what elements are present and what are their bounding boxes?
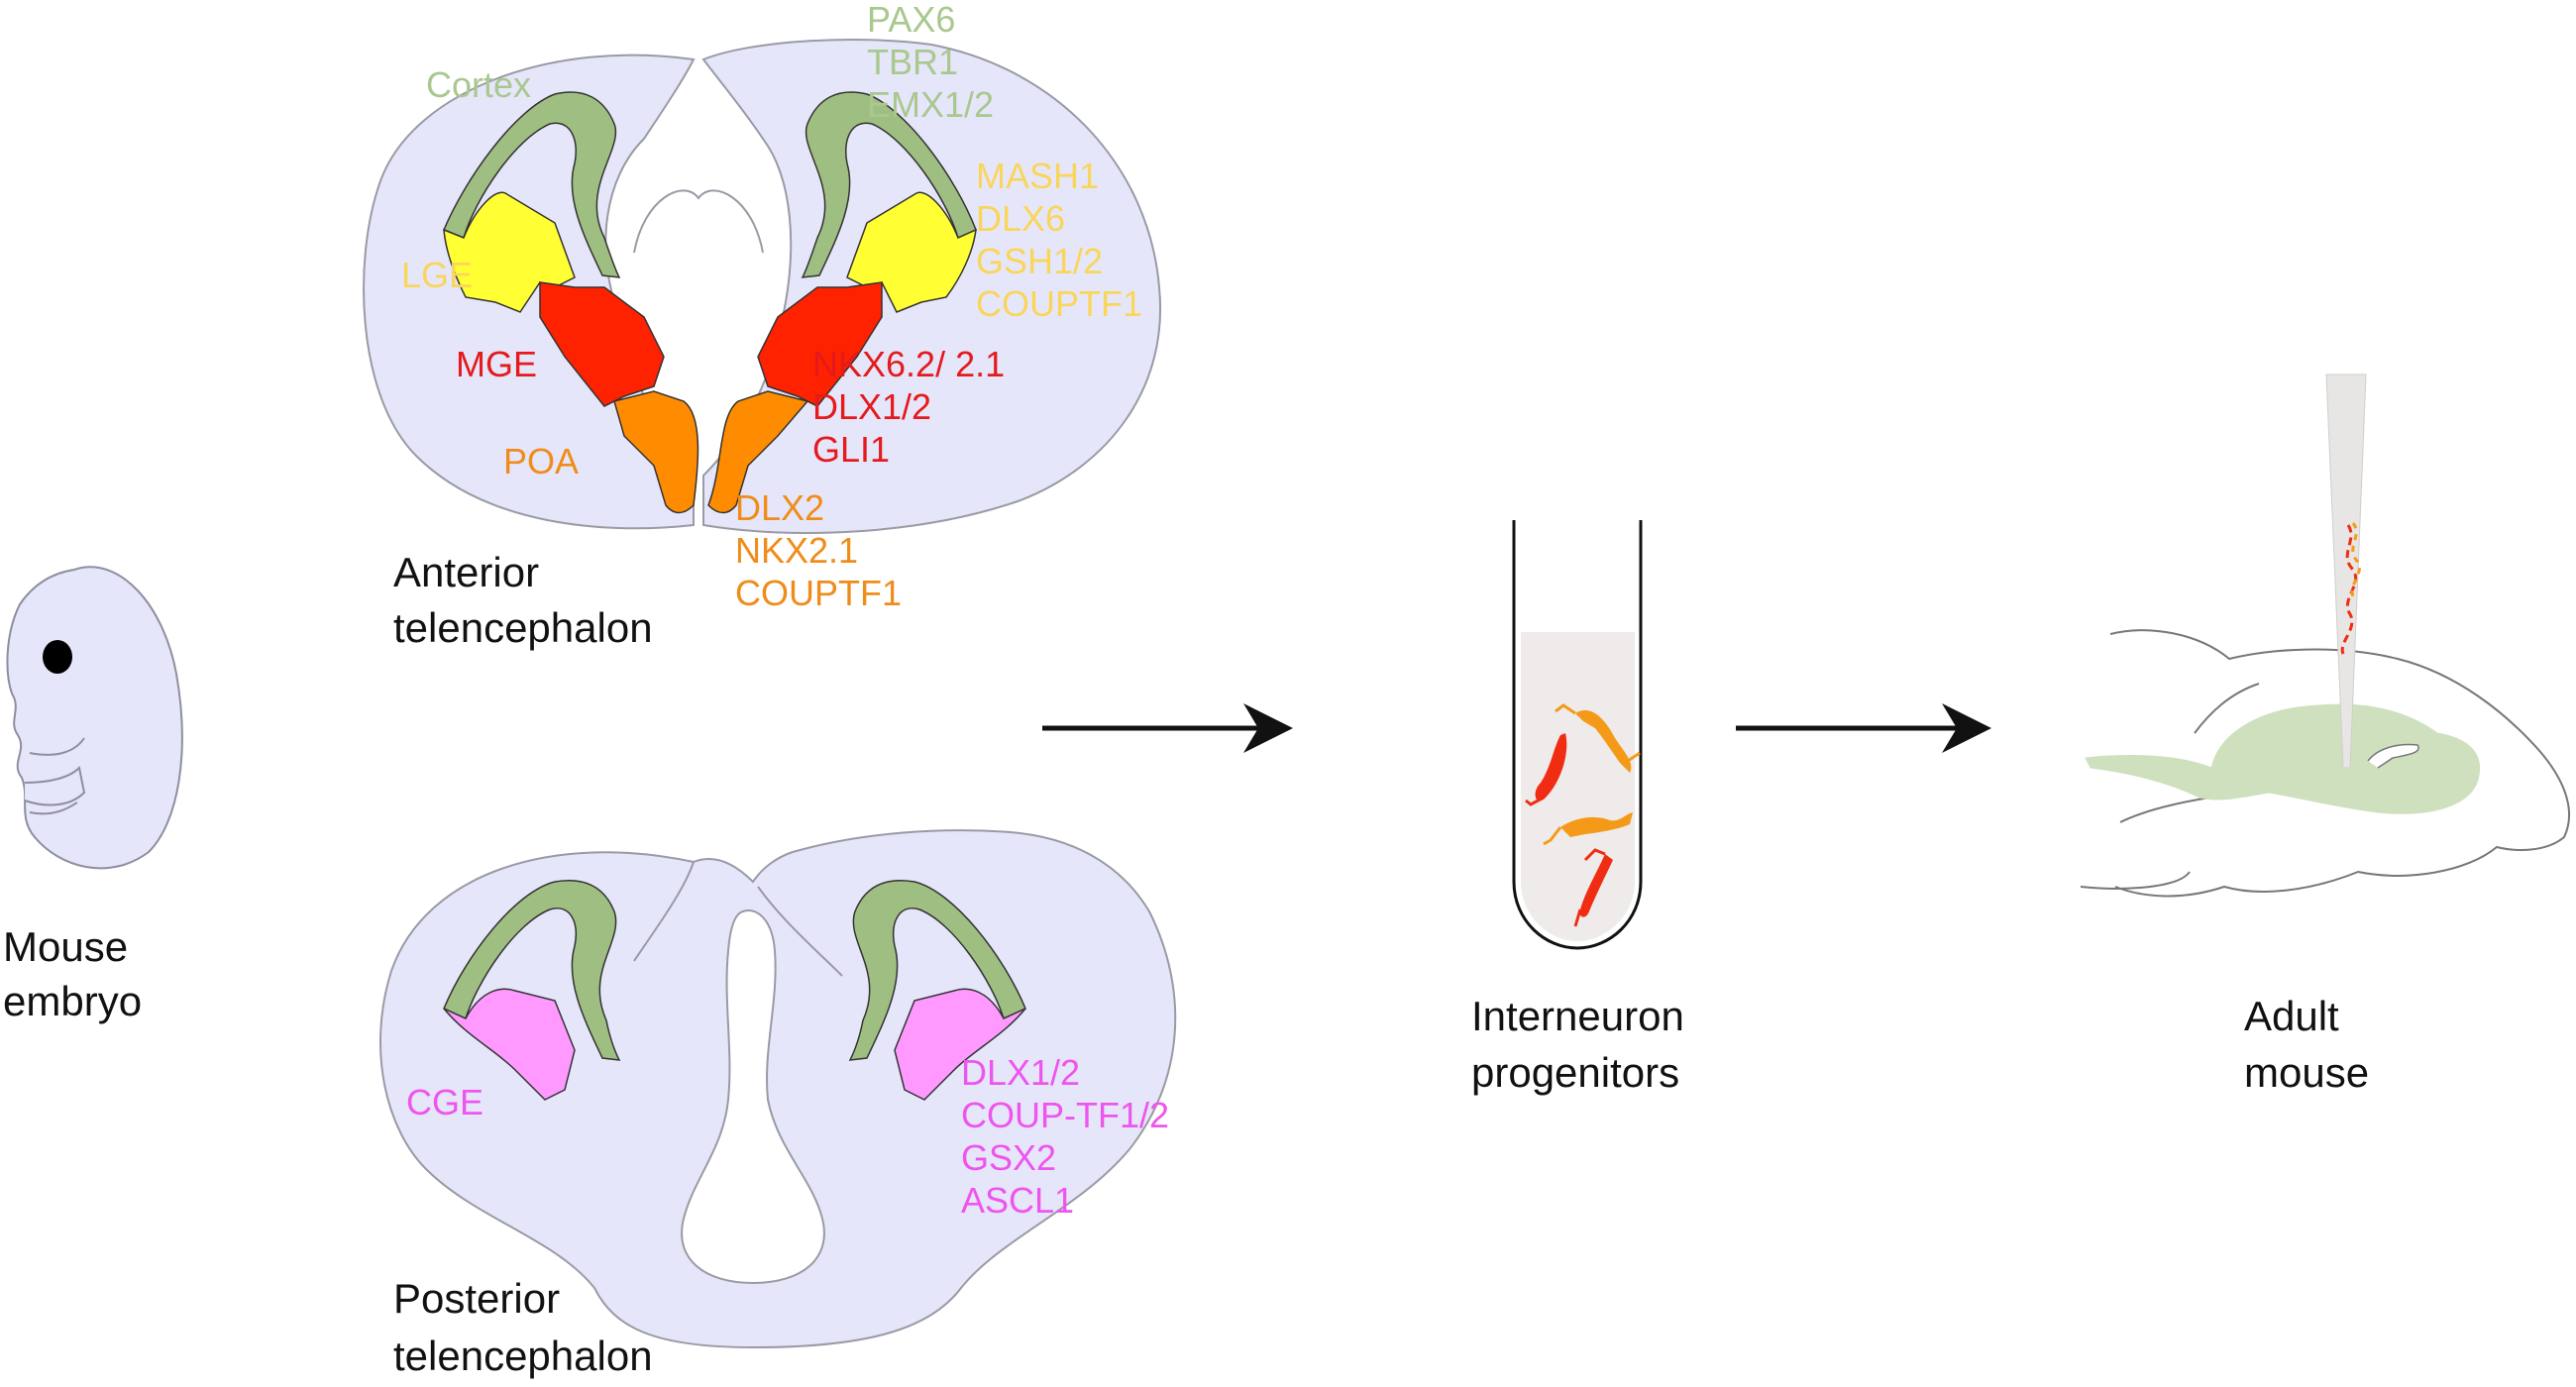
label-lge: LGE — [401, 255, 473, 295]
mge-marker: DLX1/2 — [812, 386, 931, 427]
anterior-caption-line2: telencephalon — [393, 604, 653, 651]
mge-marker: GLI1 — [812, 429, 890, 470]
posterior-cortex-right — [848, 880, 1026, 1061]
label-mge: MGE — [456, 344, 537, 384]
tube-glass — [1512, 520, 1643, 950]
anterior-poa-right — [707, 390, 809, 514]
tube-caption-line1: Interneuron — [1471, 993, 1684, 1039]
posterior-caption-line1: Posterior — [393, 1275, 560, 1322]
cortex-marker: PAX6 — [867, 0, 955, 40]
posterior-caption-line2: telencephalon — [393, 1333, 653, 1379]
test-tube: Interneuron progenitors — [1471, 520, 1684, 1096]
lge-marker: COUPTF1 — [976, 283, 1142, 324]
embryo-caption-line2: embryo — [3, 978, 142, 1024]
posterior-cortex-left — [443, 880, 621, 1061]
lge-marker: DLX6 — [976, 198, 1065, 239]
anterior-mge-left — [539, 281, 665, 407]
poa-marker: DLX2 — [735, 487, 824, 528]
posterior-cge-right — [894, 988, 1026, 1101]
adult-caption-line1: Adult — [2244, 993, 2339, 1039]
adult-mouse: Adult mouse — [2080, 373, 2571, 1096]
cge-marker: ASCL1 — [961, 1180, 1074, 1221]
posterior-cge-left — [443, 988, 576, 1101]
mouse-embryo: Mouse embryo — [3, 566, 183, 1024]
adult-caption-line2: mouse — [2244, 1049, 2369, 1096]
anterior-mge-right — [757, 281, 883, 407]
anterior-caption-line1: Anterior — [393, 549, 539, 595]
posterior-ventricle — [681, 909, 825, 1285]
cortex-marker: TBR1 — [867, 42, 958, 82]
anterior-poa-left — [613, 390, 699, 514]
embryo-eye — [43, 640, 72, 674]
tube-caption-line2: progenitors — [1471, 1049, 1679, 1096]
poa-marker: NKX2.1 — [735, 530, 858, 571]
cortex-marker: EMX1/2 — [867, 84, 994, 125]
embryo-body — [6, 566, 183, 870]
progenitor-cell-4 — [1573, 848, 1613, 927]
progenitor-cell-1 — [1555, 703, 1641, 773]
cge-marker: DLX1/2 — [961, 1052, 1080, 1093]
lge-marker: MASH1 — [976, 156, 1099, 196]
lge-marker: GSH1/2 — [976, 241, 1103, 281]
cge-marker: GSX2 — [961, 1137, 1056, 1178]
anterior-cortex-right — [801, 91, 977, 278]
adult-brain — [2085, 703, 2481, 814]
mge-marker: NKX6.2/ 2.1 — [812, 344, 1005, 384]
pipette-cells — [2340, 524, 2357, 655]
label-cortex: Cortex — [426, 64, 531, 105]
poa-marker: COUPTF1 — [735, 573, 902, 613]
adult-head-outline — [2109, 629, 2571, 898]
embryo-caption-line1: Mouse — [3, 923, 128, 970]
label-cge: CGE — [406, 1082, 483, 1122]
progenitor-cell-2 — [1525, 733, 1567, 806]
cge-marker: COUP-TF1/2 — [961, 1095, 1169, 1135]
anterior-cortex-left — [443, 91, 621, 278]
injection-pipette — [2325, 373, 2367, 769]
label-poa: POA — [503, 441, 579, 481]
progenitor-cell-3 — [1543, 812, 1633, 846]
